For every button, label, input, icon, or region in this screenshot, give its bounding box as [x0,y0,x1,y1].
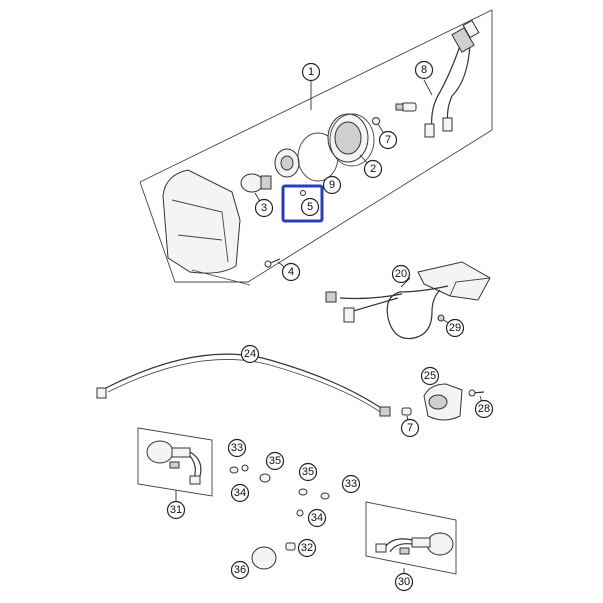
callout-28: 28 [474,399,494,419]
callout-34-right: 34 [307,508,327,528]
left-indicator [146,440,202,485]
callout-29: 29 [445,318,465,338]
clip-5 [300,190,306,196]
callout-label: 29 [449,322,461,334]
nut-35-left [259,473,271,483]
callout-label: 31 [170,504,182,516]
callout-4: 4 [281,262,301,282]
callout-label: 35 [302,466,314,478]
callout-35-right: 35 [298,462,318,482]
highlight-box-5 [281,184,324,223]
callout-label: 8 [421,64,427,76]
headlight-wiring-harness [424,19,480,138]
callout-30: 30 [394,572,414,592]
callout-label: 5 [307,201,313,213]
callout-label: 24 [244,348,256,360]
headlight-bulb [240,173,272,193]
license-plate-light-wiring [325,285,449,340]
washer-34-left [241,464,249,472]
callout-33-left: 33 [227,438,247,458]
callout-label: 7 [407,422,413,434]
washer-33-right [320,492,330,500]
callout-25: 25 [420,366,440,386]
reflector-housing [327,113,375,167]
callout-9: 9 [322,175,342,195]
callout-label: 3 [261,202,267,214]
nut-35-right [298,488,308,496]
callout-label: 35 [269,455,281,467]
callout-32: 32 [297,538,317,558]
callout-label: 30 [398,576,410,588]
callout-label: 20 [395,268,407,280]
screw-28 [468,389,485,397]
left-indicator-frame [137,427,213,497]
callout-label: 34 [311,512,323,524]
callout-36: 36 [230,560,250,580]
callout-label: 1 [308,66,314,78]
screw-4 [264,258,281,268]
indicator-lens [251,546,277,570]
callout-20: 20 [391,264,411,284]
callout-label: 2 [370,163,376,175]
right-indicator [375,532,454,556]
screw-29 [437,314,445,322]
bulb-socket [274,148,300,178]
callout-34-left: 34 [230,483,250,503]
callout-label: 34 [234,487,246,499]
callout-label: 33 [345,478,357,490]
headlight-mask [162,169,251,286]
parking-bulb [372,102,417,125]
callout-label: 28 [478,403,490,415]
callout-label: 4 [288,266,294,278]
callout-label: 25 [424,370,436,382]
speedo-cable [96,353,391,417]
callout-31: 31 [166,500,186,520]
right-indicator-frame [365,501,457,575]
callout-label: 7 [385,134,391,146]
callout-label: 36 [234,564,246,576]
callout-label: 9 [329,179,335,191]
washer-34-right [296,509,304,517]
callout-7-bottom: 7 [400,418,420,438]
callout-5: 5 [300,197,320,217]
headlight-assembly-frame [139,9,493,283]
callout-35-left: 35 [265,451,285,471]
callout-33-right: 33 [341,474,361,494]
rear-light [423,383,463,421]
callout-label: 33 [231,442,243,454]
leader-lines [175,79,485,581]
washer-33-left [229,466,239,474]
callout-1: 1 [301,62,321,82]
callout-label: 32 [301,542,313,554]
callout-8: 8 [414,60,434,80]
indicator-bulb [285,542,296,551]
callout-24: 24 [240,344,260,364]
callout-2: 2 [363,159,383,179]
license-plate-light-bracket [417,261,491,301]
callout-7-top: 7 [378,130,398,150]
bulb-7-lower [401,407,412,416]
callout-3: 3 [254,198,274,218]
